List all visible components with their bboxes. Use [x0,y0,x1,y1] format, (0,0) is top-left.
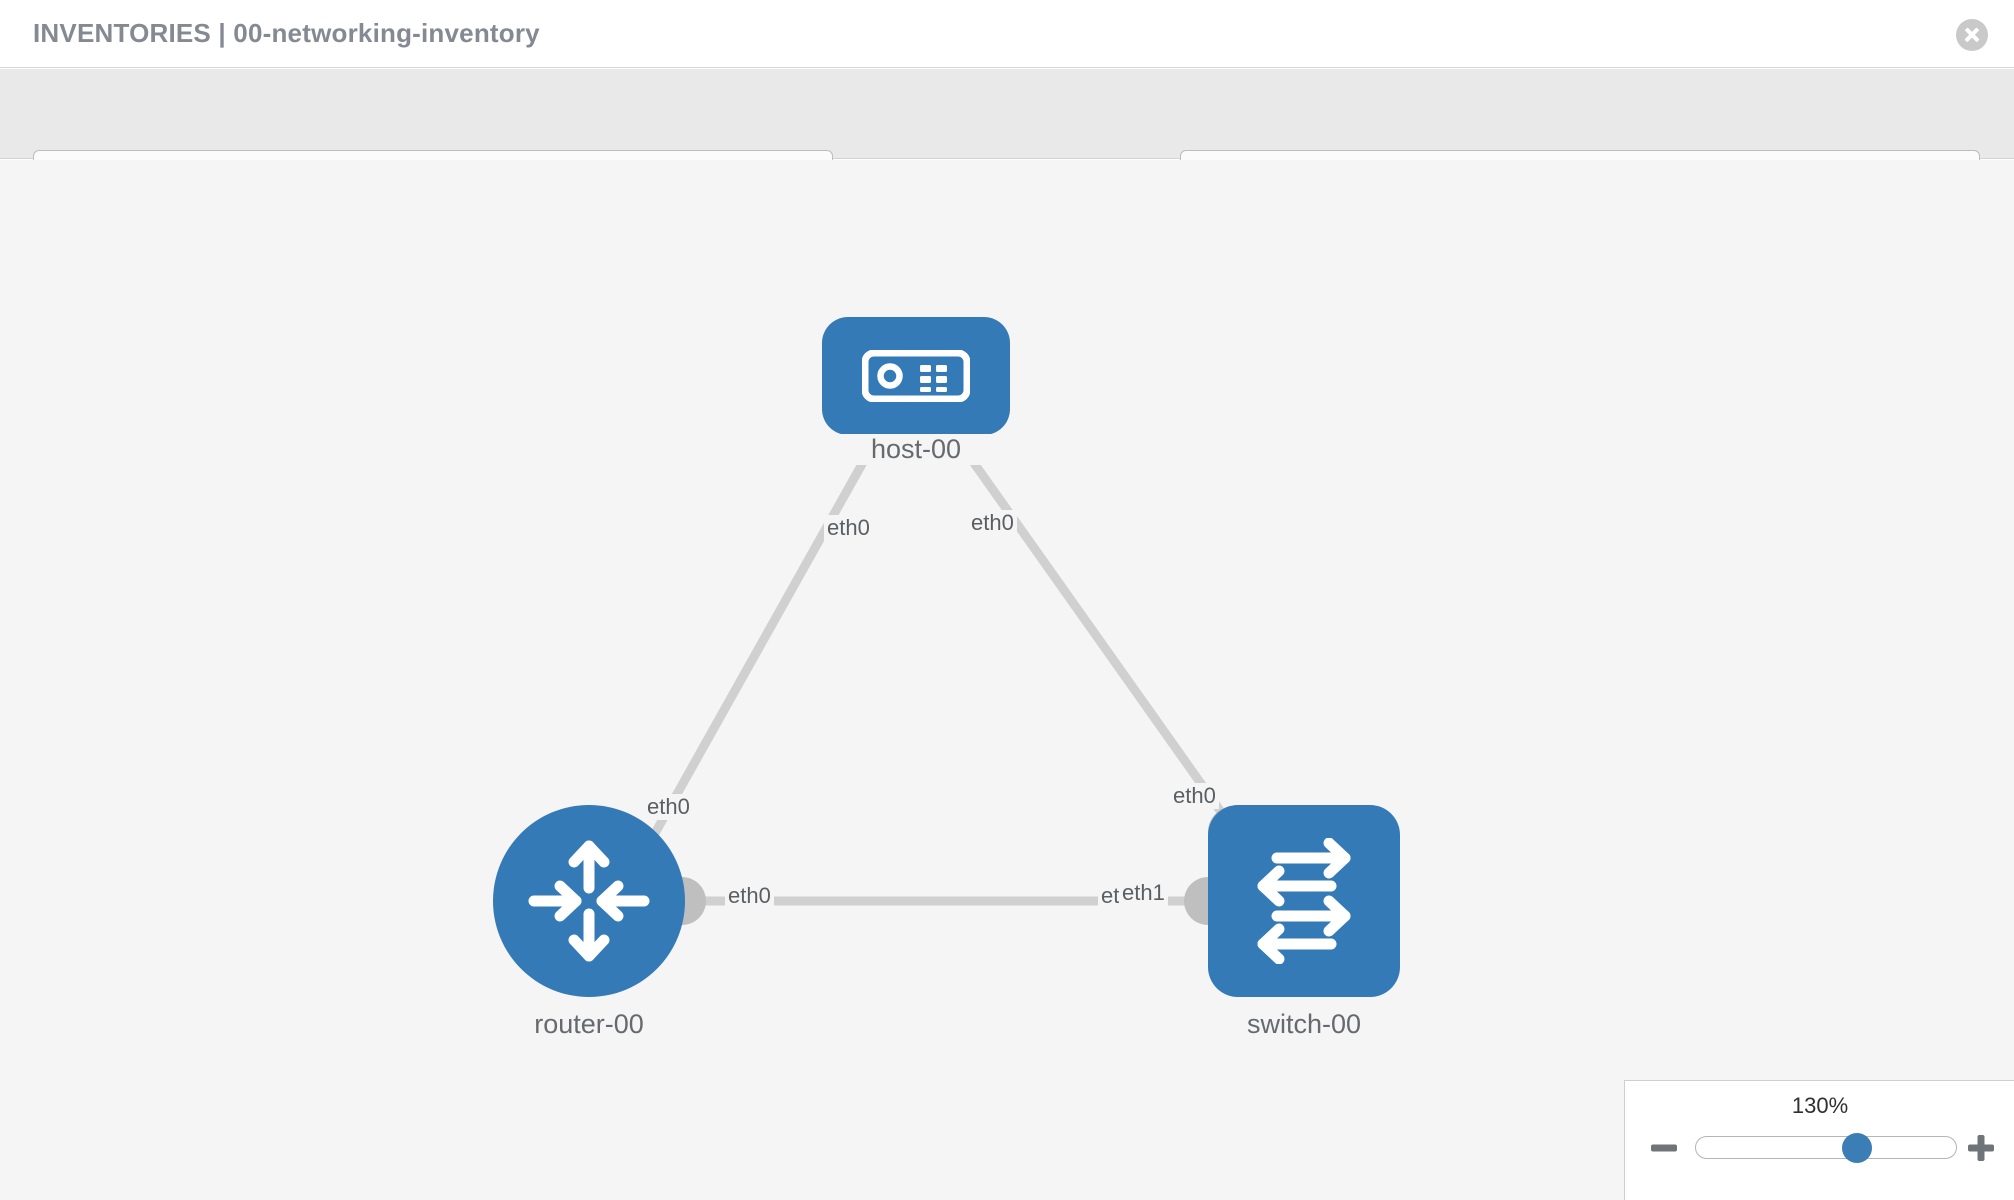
node-switch-00-label: switch-00 [1200,1009,1408,1040]
node-switch-00[interactable]: switch-00 [1200,805,1408,1040]
router-arrows-icon [528,840,650,962]
node-router-00-label: router-00 [485,1009,693,1040]
toolbar: ACTIONS SEARCH [0,69,2014,202]
zoom-slider-thumb[interactable] [1842,1132,1873,1163]
link-host-router[interactable] [636,429,884,863]
edge-label-router-up: eth0 [644,794,693,820]
edge-label-router-right: eth0 [725,883,774,909]
edge-label-host-left: eth0 [824,515,873,541]
close-icon[interactable] [1956,19,1988,51]
edge-label-switch-up: eth0 [1170,783,1219,809]
node-host-00[interactable]: host-00 [822,317,1010,465]
topology-canvas[interactable]: host-00 [0,160,2014,1200]
zoom-level-value: 130% [1791,1093,1849,1118]
edge-label-switch-left-b: eth1 [1119,880,1168,906]
link-host-switch[interactable] [948,429,1252,853]
node-router-00[interactable]: router-00 [485,805,693,1040]
node-host-00-label: host-00 [828,434,1004,465]
page-header: INVENTORIES | 00-networking-inventory [0,0,2014,68]
node-host-00-shape[interactable] [822,317,1010,435]
zoom-in-button[interactable] [1964,1131,1998,1165]
server-icon [862,350,970,402]
zoom-out-button[interactable] [1647,1131,1681,1165]
page-title: INVENTORIES | 00-networking-inventory [33,18,540,48]
switch-arrows-icon [1257,838,1351,964]
topology-links [636,406,1260,925]
node-switch-00-shape[interactable] [1208,805,1400,997]
zoom-control: 130% [1624,1080,2014,1200]
node-router-00-shape[interactable] [493,805,685,997]
zoom-slider[interactable] [1695,1132,1957,1163]
edge-label-host-right: eth0 [968,510,1017,536]
